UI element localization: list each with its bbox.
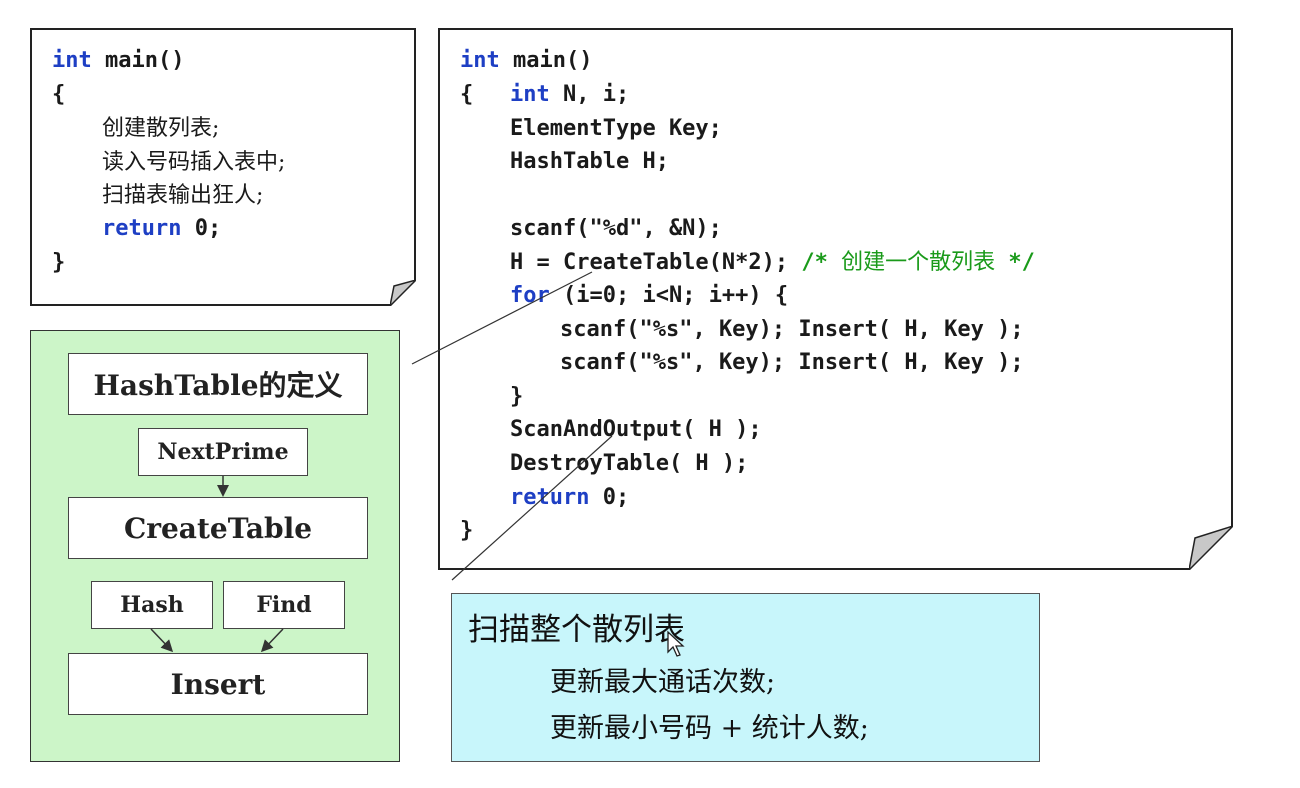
code-line: DestroyTable( H ); — [510, 451, 749, 476]
hashtable-definition-box: HashTable的定义 — [68, 353, 368, 415]
code-line: { — [52, 82, 66, 107]
code-line: int main() — [460, 48, 593, 73]
code-line: H = CreateTable(N*2); /* 创建一个散列表 */ — [510, 250, 1035, 275]
code-line: return 0; — [510, 485, 630, 510]
code-line: scanf("%s", Key); Insert( H, Key ); — [560, 317, 1024, 342]
code-line: scanf("%d", &N); — [510, 216, 722, 241]
c-code-card: int main() { int N, i; ElementType Key; … — [438, 28, 1233, 570]
code-line: { — [460, 82, 474, 107]
code-comment: /* 创建一个散列表 */ — [801, 250, 1035, 275]
arrow-find-to-insert — [260, 628, 284, 653]
insert-box: Insert — [68, 653, 368, 715]
hash-box: Hash — [91, 581, 213, 629]
code-line: 扫描表输出狂人; — [102, 183, 264, 208]
function-diagram-panel: HashTable的定义 NextPrime CreateTable Hash … — [30, 330, 400, 762]
note-line: 更新最小号码 + 统计人数; — [550, 713, 869, 744]
code-line: ScanAndOutput( H ); — [510, 417, 762, 442]
arrow-hash-to-insert — [150, 628, 174, 653]
pseudo-code-card: int main() { 创建散列表; 读入号码插入表中; 扫描表输出狂人; r… — [30, 28, 416, 306]
code-line: HashTable H; — [510, 149, 669, 174]
code-line: ElementType Key; — [510, 116, 722, 141]
createtable-box: CreateTable — [68, 497, 368, 559]
code-line: int N, i; — [510, 82, 630, 107]
code-line: scanf("%s", Key); Insert( H, Key ); — [560, 350, 1024, 375]
code-line: int main() — [52, 48, 185, 73]
code-line: } — [52, 250, 66, 275]
page-fold-icon — [390, 280, 416, 306]
note-line: 更新最大通话次数; — [550, 667, 776, 698]
nextprime-box: NextPrime — [138, 428, 308, 476]
code-line: } — [510, 384, 524, 409]
page-fold-icon — [1189, 526, 1233, 570]
code-line: 读入号码插入表中; — [102, 150, 286, 175]
note-title: 扫描整个散列表 — [468, 612, 685, 648]
code-line: return 0; — [102, 216, 222, 241]
code-line: 创建散列表; — [102, 116, 220, 141]
find-box: Find — [223, 581, 345, 629]
scan-explanation-note: 扫描整个散列表 更新最大通话次数; 更新最小号码 + 统计人数; — [451, 593, 1040, 762]
code-line: for (i=0; i<N; i++) { — [510, 283, 789, 308]
code-line: } — [460, 518, 474, 543]
